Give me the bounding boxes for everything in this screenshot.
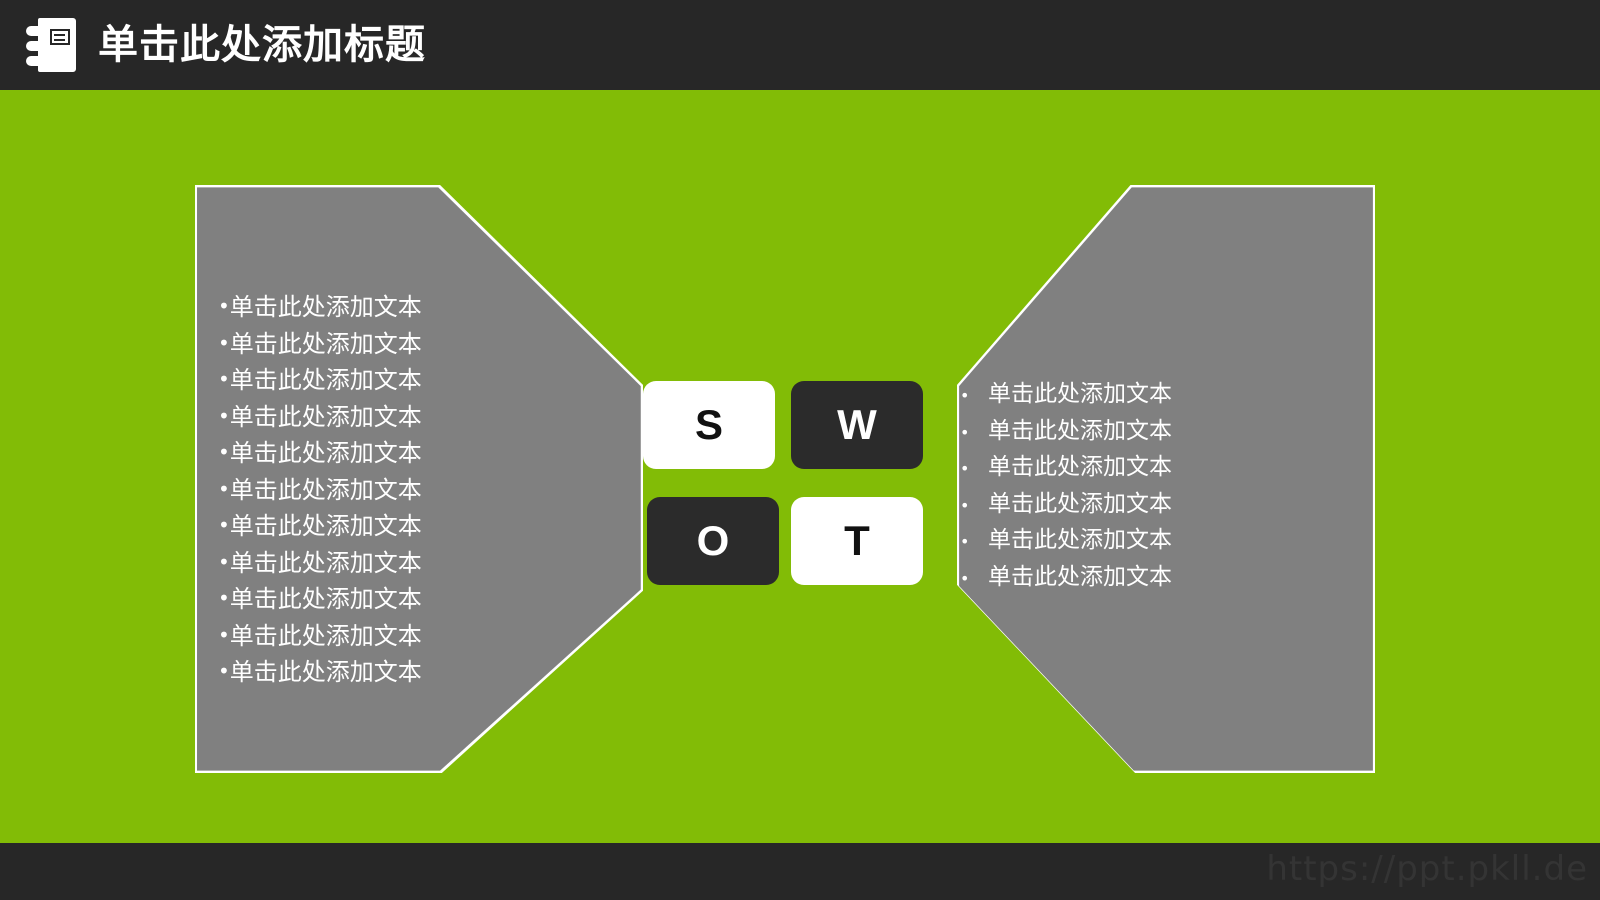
bullet-icon: • [218,440,230,464]
notebook-ring [26,56,46,66]
list-item[interactable]: • 单击此处添加文本 [960,450,1280,487]
bullet-icon: • [218,659,230,683]
bullet-icon: • [218,294,230,318]
slide-header: 单击此处添加标题 [0,0,1600,90]
list-item[interactable]: •单击此处添加文本 [218,508,558,545]
list-item-label: 单击此处添加文本 [229,366,422,394]
list-item[interactable]: • 单击此处添加文本 [960,414,1280,451]
list-item[interactable]: • 单击此处添加文本 [960,377,1280,414]
list-item-label: 单击此处添加文本 [229,621,422,650]
list-item-label: 单击此处添加文本 [229,293,422,321]
watermark-url: https://ppt.pkll.de [1266,849,1588,889]
list-item[interactable]: •单击此处添加文本 [218,289,558,326]
list-item-label: 单击此处添加文本 [229,585,422,613]
bullet-icon: • [218,476,230,501]
list-item-label: 单击此处添加文本 [229,475,422,504]
list-item[interactable]: •单击此处添加文本 [218,435,558,472]
bullet-icon: • [960,568,970,588]
list-item-label: 单击此处添加文本 [229,658,422,686]
list-item[interactable]: • 单击此处添加文本 [960,560,1280,597]
bullet-icon: • [218,513,230,537]
list-item-label: 单击此处添加文本 [988,417,1172,444]
notebook-ring [26,41,46,51]
list-item[interactable]: • 单击此处添加文本 [960,523,1280,560]
list-item-label: 单击此处添加文本 [229,329,422,358]
list-item-label: 单击此处添加文本 [988,527,1172,553]
bullet-icon: • [218,586,230,610]
swot-box-strengths[interactable]: S [643,381,775,469]
list-item[interactable]: •单击此处添加文本 [218,654,558,691]
page-title: 单击此处添加标题 [98,23,426,67]
bullet-icon: • [960,495,970,515]
list-item-label: 单击此处添加文本 [229,548,422,577]
list-item-label: 单击此处添加文本 [988,454,1172,480]
swot-box-opportunities[interactable]: O [647,497,779,585]
bullet-icon: • [218,622,230,647]
bullet-icon: • [960,532,970,551]
list-item[interactable]: •单击此处添加文本 [218,326,558,363]
bullet-icon: • [218,403,230,428]
swot-box-weaknesses[interactable]: W [791,381,923,469]
bullet-icon: • [960,386,970,405]
slide-footer: https://ppt.pkll.de [0,843,1600,900]
notebook-icon [26,18,76,72]
swot-matrix: S W O T [643,381,923,585]
bullet-icon: • [218,367,230,391]
bullet-icon: • [218,549,230,574]
list-item-label: 单击此处添加文本 [988,563,1172,590]
list-item[interactable]: •单击此处添加文本 [218,472,558,509]
notebook-lines-icon [50,29,70,45]
left-text-list: •单击此处添加文本 •单击此处添加文本 •单击此处添加文本 •单击此处添加文本 … [218,289,558,691]
bullet-icon: • [960,422,970,442]
notebook-ring [26,26,46,36]
list-item-label: 单击此处添加文本 [988,490,1172,517]
list-item-label: 单击此处添加文本 [988,381,1172,407]
list-item-label: 单击此处添加文本 [229,512,422,540]
list-item[interactable]: •单击此处添加文本 [218,581,558,618]
list-item[interactable]: •单击此处添加文本 [218,399,558,436]
bullet-icon: • [960,459,970,478]
list-item[interactable]: •单击此处添加文本 [218,618,558,655]
list-item-label: 单击此处添加文本 [229,439,422,467]
list-item[interactable]: •单击此处添加文本 [218,545,558,582]
right-text-list: •单击此处添加文本 •单击此处添加文本 •单击此处添加文本 •单击此处添加文本 … [960,377,1280,596]
list-item[interactable]: •单击此处添加文本 [218,362,558,399]
list-item-label: 单击此处添加文本 [229,402,422,431]
swot-box-threats[interactable]: T [791,497,923,585]
bullet-icon: • [218,330,230,355]
list-item[interactable]: • 单击此处添加文本 [960,487,1280,524]
